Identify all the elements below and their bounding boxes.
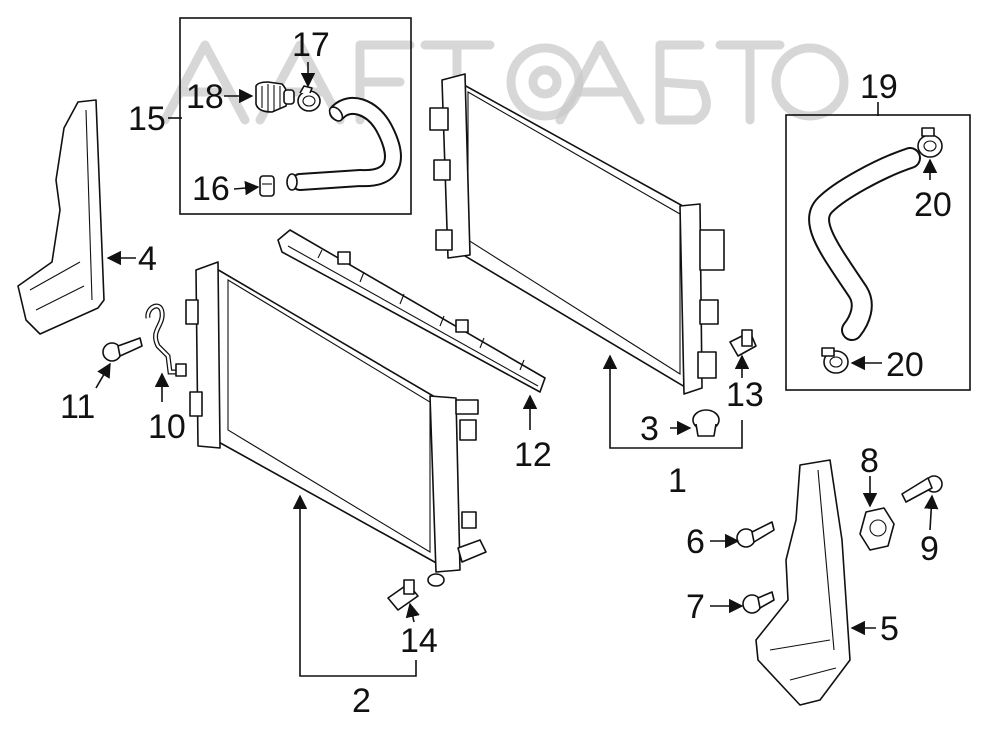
part-11-bolt bbox=[102, 337, 143, 362]
part-13-bracket bbox=[729, 329, 757, 357]
callout-7: 7 bbox=[686, 588, 705, 626]
part-1-radiator bbox=[429, 73, 725, 395]
callout-6: 6 bbox=[686, 523, 705, 561]
callout-3: 3 bbox=[640, 410, 659, 448]
watermark-logo bbox=[160, 40, 849, 125]
callout-8: 8 bbox=[860, 442, 879, 480]
callout-16: 16 bbox=[192, 170, 230, 208]
part-20-clamp-lower bbox=[821, 347, 849, 374]
callout-labels: 1 2 3 4 5 6 7 8 9 10 11 12 13 14 15 16 1… bbox=[60, 26, 952, 720]
hose-kit-box bbox=[179, 17, 412, 215]
callout-19: 19 bbox=[860, 68, 898, 106]
callout-15: 15 bbox=[128, 100, 166, 138]
part-hose-upper bbox=[286, 96, 402, 191]
callout-14: 14 bbox=[400, 622, 438, 660]
callout-5: 5 bbox=[880, 610, 899, 648]
callout-17: 17 bbox=[292, 26, 330, 64]
part-6-bolt bbox=[736, 521, 775, 548]
part-12-air-guide bbox=[277, 229, 546, 393]
callout-20-upper: 20 bbox=[914, 186, 952, 224]
part-3-grommet bbox=[692, 409, 720, 437]
part-2-radiator bbox=[185, 261, 487, 587]
callout-4: 4 bbox=[138, 240, 157, 278]
callout-20-lower: 20 bbox=[886, 346, 924, 384]
callout-10: 10 bbox=[148, 408, 186, 446]
callout-1: 1 bbox=[668, 462, 687, 500]
callout-11: 11 bbox=[60, 388, 95, 426]
part-8-mount bbox=[859, 507, 895, 551]
part-18-cap bbox=[255, 81, 295, 113]
part-10-sensor bbox=[145, 303, 187, 377]
callout-12: 12 bbox=[514, 436, 552, 474]
part-5-deflector bbox=[755, 459, 851, 706]
callout-18: 18 bbox=[186, 78, 224, 116]
part-4-deflector bbox=[17, 99, 105, 335]
part-7-bolt bbox=[742, 591, 775, 614]
callout-2: 2 bbox=[352, 682, 371, 720]
hose-box bbox=[785, 114, 971, 391]
callout-9: 9 bbox=[920, 530, 939, 568]
part-9-bolt bbox=[901, 475, 943, 503]
callout-13: 13 bbox=[726, 376, 764, 414]
leader-lines bbox=[95, 62, 939, 677]
part-20-clamp-upper bbox=[917, 127, 943, 158]
part-16-clip bbox=[259, 175, 275, 197]
part-17-clamp bbox=[297, 85, 321, 112]
part-14-bracket bbox=[387, 579, 419, 611]
